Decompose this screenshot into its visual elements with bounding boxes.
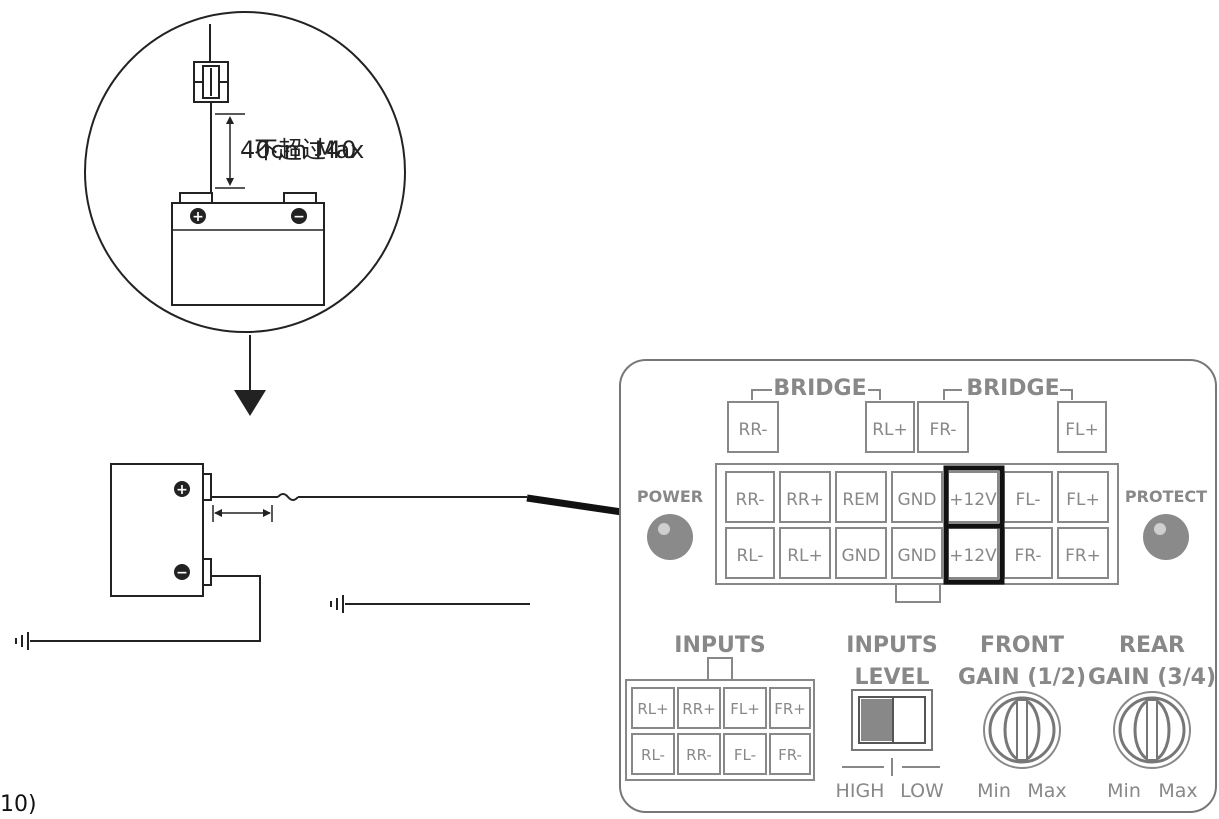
inputs-label: INPUTS [674, 633, 765, 658]
input-pin: RR- [686, 746, 712, 764]
connector-pin: GND [898, 490, 937, 510]
ground-wire [30, 575, 261, 642]
highlight-12v-bottom [943, 523, 1005, 585]
arrow-down-icon [234, 335, 266, 416]
connector-pin: REM [842, 490, 879, 510]
rear-gain-min-label: Min [1107, 780, 1141, 802]
switch-low-label: LOW [900, 780, 944, 802]
bridge-pin: RR- [738, 420, 767, 440]
ground-icon [15, 632, 29, 650]
connector-pin: RL- [736, 546, 763, 566]
connector-pin: RR- [735, 490, 764, 510]
battery-detail: 40cm Max 不超过40 + − [84, 11, 406, 333]
connector-pin: GND [842, 546, 881, 566]
footnote: 10) [0, 792, 37, 817]
connector-pin: +12V [949, 546, 997, 566]
bridge-pins: RR- RL+ FR- FL+ [727, 401, 1107, 453]
battery-icon: + − [171, 192, 325, 306]
switch-high-label: HIGH [836, 780, 885, 802]
bridge-label-right: BRIDGE [966, 376, 1059, 401]
distance-label-overlap: 40cm Max [240, 136, 364, 164]
input-pin: RL+ [637, 700, 668, 718]
input-pin: FL- [734, 746, 756, 764]
connector-pin: FL+ [1066, 490, 1100, 510]
distance-label: 不超过40 [254, 136, 357, 164]
battery-negative-symbol: − [293, 209, 305, 225]
bridge-label-left: BRIDGE [773, 376, 866, 401]
battery-positive-symbol: + [192, 209, 204, 225]
connector-pin: RR+ [786, 490, 824, 510]
front-gain-knob-icon[interactable] [983, 691, 1061, 769]
power-speaker-connector: RR- RR+ REM GND +12V FL- FL+ RL- RL+ GND… [715, 463, 1119, 603]
bridge-pin: FR- [929, 420, 956, 440]
connector-pin: FR+ [1065, 546, 1101, 566]
ground-icon-2 [330, 595, 344, 613]
input-pin: FL+ [730, 700, 760, 718]
power-led-icon [647, 514, 693, 560]
connector-pin: FR- [1014, 546, 1041, 566]
inputs-level-switch[interactable] [851, 689, 933, 751]
connector-pin: GND [898, 546, 937, 566]
switch-knob[interactable] [861, 699, 893, 741]
connector-pin: +12V [949, 490, 997, 510]
fuse-icon [193, 61, 229, 103]
front-gain-min-label: Min [977, 780, 1011, 802]
bridge-pin: RL+ [872, 420, 908, 440]
connector-pin: RL+ [787, 546, 823, 566]
positive-wire [211, 493, 527, 522]
input-pin: FR+ [774, 700, 806, 718]
negative-terminal-symbol: − [176, 565, 188, 581]
inputs-connector: RL+ RR+ FL+ FR+ RL- RR- FL- FR- [625, 657, 815, 781]
inputs-level-line2: LEVEL [854, 665, 929, 690]
input-pin: RL- [641, 746, 665, 764]
rear-gain-line2: GAIN (3/4) [1088, 665, 1216, 690]
input-pin: RR+ [682, 700, 715, 718]
bridge-pin: FL+ [1065, 420, 1099, 440]
battery-block: + − [110, 463, 212, 597]
connector-pin: FL- [1015, 490, 1040, 510]
protect-led-icon [1143, 514, 1189, 560]
rear-gain-line1: REAR [1119, 633, 1185, 658]
front-gain-max-label: Max [1027, 780, 1066, 802]
power-label: POWER [637, 487, 703, 506]
front-gain-line1: FRONT [980, 633, 1064, 658]
rear-gain-knob-icon[interactable] [1113, 691, 1191, 769]
protect-label: PROTECT [1125, 487, 1207, 506]
amplifier-panel: BRIDGE BRIDGE RR- RL+ FR- FL+ POWER PROT… [619, 359, 1217, 813]
input-pin: FR- [778, 746, 802, 764]
rear-gain-max-label: Max [1158, 780, 1197, 802]
positive-terminal-symbol: + [176, 482, 188, 498]
inputs-level-line1: INPUTS [846, 633, 937, 658]
front-gain-line2: GAIN (1/2) [958, 665, 1086, 690]
